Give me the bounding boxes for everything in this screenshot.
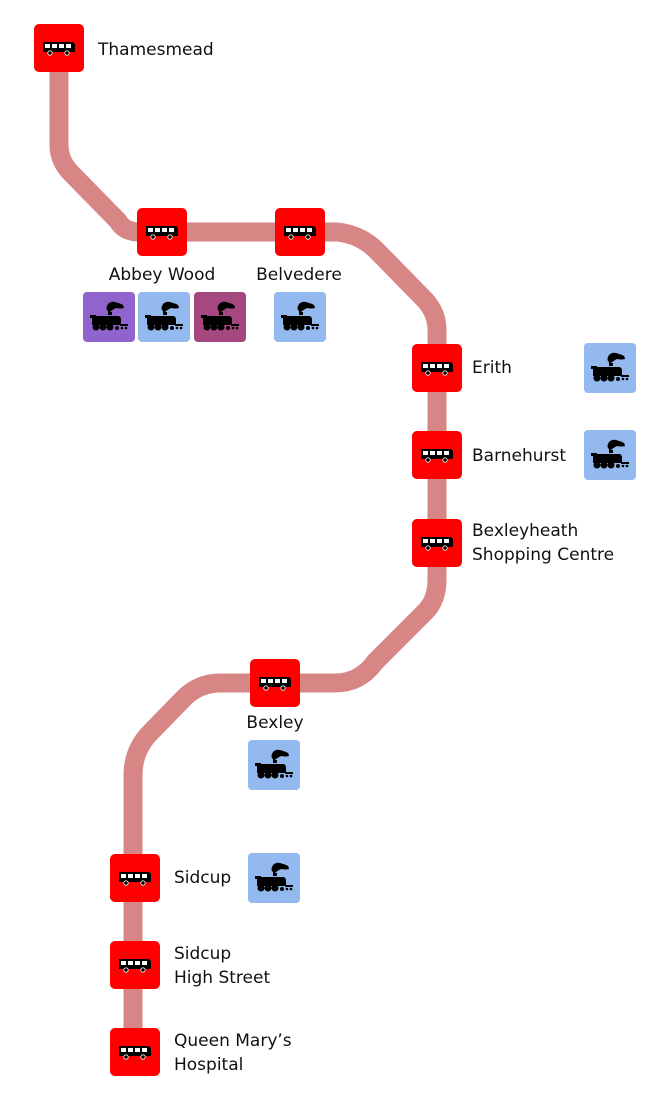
bus-icon (119, 872, 151, 886)
rail-interchange-belvedere[interactable] (274, 292, 326, 342)
stop-label-erith: Erith (472, 358, 512, 378)
stop-label-line1: Queen Mary’s (174, 1031, 292, 1051)
bus-icon (259, 677, 291, 691)
stop-label-line2: High Street (174, 968, 271, 988)
stop-label-thamesmead: Thamesmead (98, 40, 214, 60)
bus-stop-bexleyheath-shopping-centre[interactable] (412, 519, 462, 567)
stop-label-line2: Shopping Centre (472, 545, 615, 565)
steam-train-icon (591, 439, 629, 469)
bus-stop-sidcup-high-street[interactable] (110, 941, 160, 989)
steam-train-icon (591, 352, 629, 382)
bus-icon (421, 449, 453, 463)
stop-label-bexley: Bexley (246, 713, 304, 733)
bus-stop-sidcup[interactable] (110, 854, 160, 902)
bus-stop-thamesmead[interactable] (34, 24, 84, 72)
bus-icon (284, 226, 316, 240)
stop-label-line1: Bexleyheath (472, 521, 579, 541)
stop-label-line1: Sidcup (174, 944, 232, 964)
bus-stop-belvedere[interactable] (275, 208, 325, 256)
stop-label-abbey-wood: Abbey Wood (108, 265, 216, 285)
rail-interchange-sidcup[interactable] (248, 853, 300, 903)
steam-train-icon (201, 301, 239, 331)
bus-icon (421, 362, 453, 376)
bus-icon (43, 42, 75, 56)
stop-label-barnehurst: Barnehurst (472, 446, 567, 466)
rail-interchange-barnehurst[interactable] (584, 430, 636, 480)
steam-train-icon (281, 301, 319, 331)
rail-interchange-bexley[interactable] (248, 740, 300, 790)
bus-icon (119, 1046, 151, 1060)
bus-icon (421, 537, 453, 551)
bus-stop-barnehurst[interactable] (412, 431, 462, 479)
bus-stop-erith[interactable] (412, 344, 462, 392)
rail-interchange-abbey-wood-magenta[interactable] (194, 292, 246, 342)
bus-stop-abbey-wood[interactable] (137, 208, 187, 256)
steam-train-icon (90, 301, 128, 331)
stop-label-line2: Hospital (174, 1055, 244, 1075)
stop-label-belvedere: Belvedere (256, 265, 342, 285)
bus-icon (146, 226, 178, 240)
bus-icon (119, 959, 151, 973)
bus-stop-queen-marys-hospital[interactable] (110, 1028, 160, 1076)
steam-train-icon (255, 749, 293, 779)
bus-stop-bexley[interactable] (250, 659, 300, 707)
rail-interchange-abbey-wood-purple[interactable] (83, 292, 135, 342)
steam-train-icon (145, 301, 183, 331)
stop-label-sidcup: Sidcup (174, 868, 232, 888)
rail-interchange-abbey-wood-light-blue[interactable] (138, 292, 190, 342)
rail-interchange-erith[interactable] (584, 343, 636, 393)
steam-train-icon (255, 862, 293, 892)
